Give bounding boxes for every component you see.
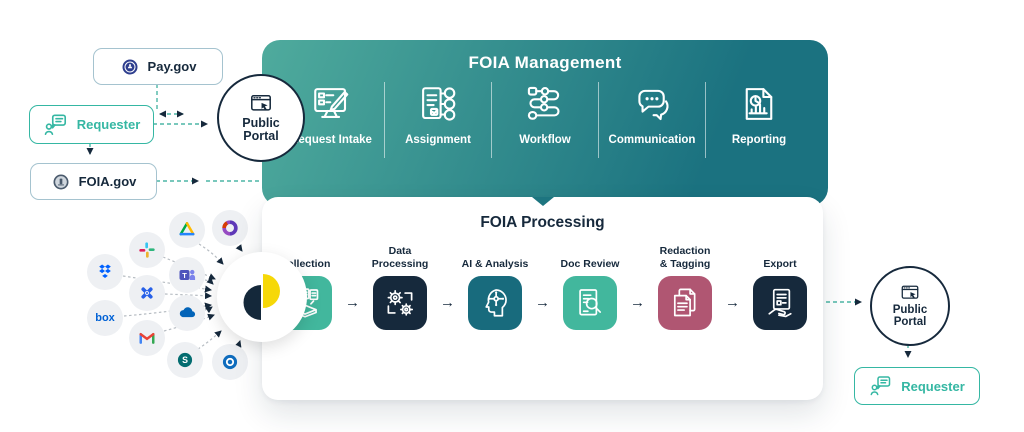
step-arrow-icon: → xyxy=(440,294,455,311)
module-communication: Communication xyxy=(599,82,705,158)
communication-icon xyxy=(631,82,673,126)
paygov-box: Pay.gov xyxy=(93,48,223,85)
box-label: box xyxy=(95,312,115,324)
svg-text:S: S xyxy=(182,355,188,365)
browser-cursor-icon xyxy=(248,93,274,117)
step-arrow-icon: → xyxy=(630,294,645,311)
step-arrow-icon: → xyxy=(535,294,550,311)
foia-processing-panel: FOIA Processing Collection → Data Proces… xyxy=(262,197,823,400)
paygov-seal-icon xyxy=(120,57,140,77)
jive-icon xyxy=(129,275,165,311)
box-icon: box xyxy=(87,300,123,336)
google-drive-icon xyxy=(169,212,205,248)
connector-teams-hub xyxy=(204,277,214,285)
module-divider xyxy=(705,82,706,158)
connector-drive-hub xyxy=(198,243,224,265)
module-assignment: Assignment xyxy=(385,82,491,158)
svg-text:T: T xyxy=(182,271,187,280)
assignment-icon xyxy=(417,82,459,126)
step-arrow-icon: → xyxy=(345,294,360,311)
step-doc-review: Doc Review xyxy=(551,236,629,330)
step-data-processing: Data Processing xyxy=(361,236,439,330)
module-workflow: Workflow xyxy=(492,82,598,158)
management-title: FOIA Management xyxy=(468,53,622,72)
ai-analysis-icon xyxy=(468,276,522,330)
requester-box-left: Requester xyxy=(29,105,154,144)
reporting-icon xyxy=(738,82,780,126)
workflow-icon xyxy=(524,82,566,126)
step-ai-analysis: AI & Analysis xyxy=(456,236,534,330)
casepoint-logo xyxy=(217,252,307,342)
connector-box-hub xyxy=(123,302,212,317)
onedrive-icon xyxy=(169,295,205,331)
module-label: Workflow xyxy=(519,134,571,146)
sharepoint-icon: S xyxy=(167,342,203,378)
module-divider xyxy=(598,82,599,158)
requester-label: Requester xyxy=(901,378,965,394)
foia-management-panel: FOIA Management Request Intake Assignmen… xyxy=(262,40,828,206)
module-reporting: Reporting xyxy=(706,82,812,158)
connector-jive-hub xyxy=(164,292,212,300)
foiagov-box: FOIA.gov xyxy=(30,163,157,200)
requester-label: Requester xyxy=(76,117,141,132)
public-portal-right: Public Portal xyxy=(870,266,950,346)
processing-title: FOIA Processing xyxy=(480,214,605,231)
step-export: Export xyxy=(741,236,819,330)
paygov-label: Pay.gov xyxy=(147,59,197,74)
step-label: Export xyxy=(763,257,797,270)
public-portal-label: Public Portal xyxy=(242,115,280,143)
microsoft-teams-icon: T xyxy=(169,257,205,293)
microsoft-365-icon xyxy=(212,210,248,246)
public-portal-label: Public Portal xyxy=(892,303,928,328)
foiagov-label: FOIA.gov xyxy=(78,174,137,189)
module-label: Communication xyxy=(608,134,696,146)
outlook-icon xyxy=(212,344,248,380)
processing-steps: Collection → Data Processing → AI & Anal… xyxy=(262,236,823,330)
step-label: Data Processing xyxy=(371,245,429,270)
step-label: AI & Analysis xyxy=(461,257,529,270)
management-modules: Request Intake Assignment Workflow xyxy=(262,82,828,158)
step-label: Redaction & Tagging xyxy=(659,245,711,270)
export-icon xyxy=(753,276,807,330)
panel-notch xyxy=(531,197,554,206)
module-divider xyxy=(491,82,492,158)
connector-sharepoint-hub xyxy=(197,330,222,350)
requester-icon xyxy=(869,374,893,398)
request-intake-icon xyxy=(310,82,352,126)
module-label: Request Intake xyxy=(290,134,372,146)
connector-slack-hub xyxy=(162,256,216,280)
module-divider xyxy=(384,82,385,158)
connector-onedrive-hub xyxy=(204,306,213,314)
slack-icon xyxy=(129,232,165,268)
data-processing-icon xyxy=(373,276,427,330)
connector-dropbox-hub xyxy=(122,275,212,293)
browser-cursor-icon xyxy=(899,284,921,304)
requester-icon xyxy=(43,112,69,138)
step-label: Doc Review xyxy=(560,257,620,270)
module-label: Reporting xyxy=(731,134,787,146)
foiagov-seal-icon xyxy=(51,172,71,192)
doc-review-icon xyxy=(563,276,617,330)
public-portal-left: Public Portal xyxy=(217,74,305,162)
redaction-tagging-icon xyxy=(658,276,712,330)
module-request-intake: Request Intake xyxy=(278,82,384,158)
requester-box-right: Requester xyxy=(854,367,980,405)
step-arrow-icon: → xyxy=(725,294,740,311)
gmail-icon xyxy=(129,320,165,356)
dropbox-icon xyxy=(87,254,123,290)
module-label: Assignment xyxy=(405,134,471,146)
step-redaction-tagging: Redaction & Tagging xyxy=(646,236,724,330)
